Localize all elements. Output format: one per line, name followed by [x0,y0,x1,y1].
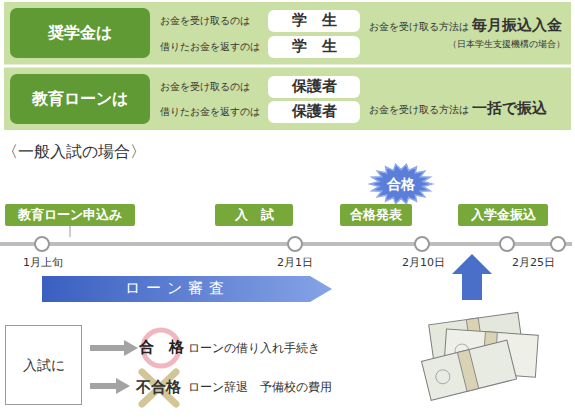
flow-arrow [90,340,138,356]
category-box: 奨学金は [10,8,150,58]
arrow-shaft [90,345,126,351]
up-arrow [452,254,492,300]
text-label: ローンの借り入れ手続き [188,341,320,355]
text-label: ローン辞退 予備校の費用 [188,380,332,394]
arrow-head [124,340,138,356]
timeline-box: 入学金振込 [458,204,548,226]
value-text: 保護者 [292,103,337,120]
text-label: 借りたお金を返すのは [160,41,260,53]
badge-text: 合格 [387,176,415,192]
value-text: 学 生 [292,12,337,29]
panel-divider [4,65,571,68]
condition-box: 入試に [5,325,82,405]
text-label: （日本学生支援機構の場合） [448,39,565,50]
text-label: お金を受け取るのは [160,81,250,93]
timeline-text: 合格発表 [350,208,402,223]
timeline-text: 入学金振込 [471,208,536,223]
arrow-shape [42,276,332,302]
category-text: 教育ローンは [32,90,128,108]
value-text: 学 生 [292,38,337,55]
timeline-dots [35,237,565,251]
period-arrow: ローン審査 [42,276,332,302]
text-label: 〈一般入試の場合〉 [2,142,146,161]
burst-shape [370,164,432,203]
stem-line [70,226,71,237]
text-label: 2月10日 [402,256,445,269]
timeline-text: 教育ローン申込み [18,208,122,223]
background-panel [4,2,571,130]
text-label: 一括で振込 [472,99,547,117]
condition-text: 入試に [23,357,65,373]
arrow-text: ローン審査 [125,280,230,297]
text-label: 不合格 [136,378,181,396]
gray-arrow [90,378,130,394]
timeline-box: 入 試 [215,204,293,226]
result-text: 合 格 [139,339,184,356]
timeline-box: 教育ローン申込み [5,204,135,226]
value-box: 学 生 [268,36,360,58]
text-label: 2月1日 [277,256,313,269]
category-box: 教育ローンは [10,74,150,124]
text-label: お金を受け取る方法は [369,104,469,116]
text-label: 借りたお金を返すのは [160,106,260,118]
money-illustration [421,312,538,400]
pass-circle: 合 格 [140,327,182,369]
text-label: 2月25日 [512,256,555,269]
text-label: お金を受け取る方法は [369,21,469,33]
category-text: 奨学金は [48,24,112,42]
timeline-box: 合格発表 [340,204,412,226]
value-box: 保護者 [268,101,360,123]
text-label: 毎月振込入金 [472,16,562,34]
text-label: お金を受け取るのは [160,15,250,27]
timeline-line [0,242,572,246]
timeline-text: 入 試 [235,208,274,223]
value-box: 学 生 [268,10,360,32]
burst-badge: 合格 [370,164,432,204]
text-label: 1月上旬 [23,256,63,269]
value-text: 保護者 [292,78,337,95]
value-box: 保護者 [268,76,360,98]
